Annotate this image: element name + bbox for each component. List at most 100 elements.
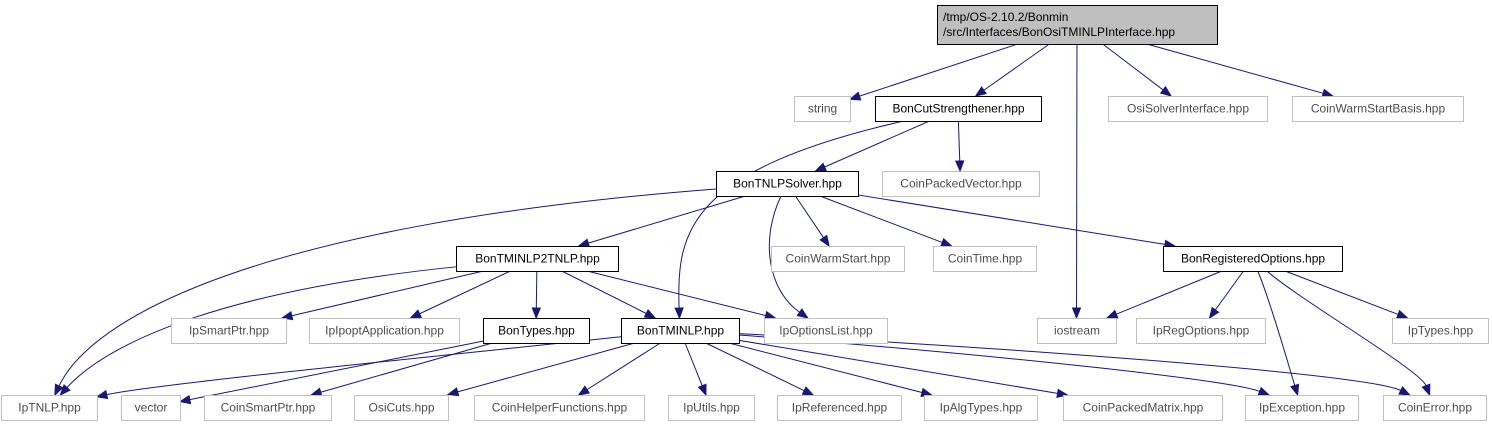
edge-line [561,270,647,314]
edge-arrowhead [531,307,542,320]
file-node-box [1063,395,1223,421]
edge-line [705,342,805,392]
edge-line [678,120,904,309]
edge-arrowhead [1071,307,1082,320]
edge-line [957,120,961,162]
file-node-label: IpTNLP.hpp [18,401,81,415]
file-node-coinwarmstart: CoinWarmStart.hpp [771,246,905,272]
file-node-box [794,96,851,122]
file-node-box [483,318,590,344]
edge-bontminlp-to-iptnlp [95,336,622,400]
file-node-ipsmartptr: IpSmartPtr.hpp [171,318,287,344]
edge-line [189,340,484,401]
file-node-ipipoptapp: IpIpoptApplication.hpp [309,318,460,344]
edge-arrowhead [954,160,965,173]
edge-cutstr-to-tnlpsolver [814,120,930,172]
file-node-box [309,318,460,344]
file-node-regoptions[interactable]: BonRegisteredOptions.hpp [1163,246,1343,272]
file-node-box [621,318,740,344]
edge-arrowhead [1208,306,1220,320]
file-node-label: /src/Interfaces/BonOsiTMINLPInterface.hp… [943,25,1175,39]
file-node-box [668,395,755,421]
file-node-box [933,246,1037,272]
edge-line [859,43,1018,97]
file-node-label: BonRegisteredOptions.hpp [1181,252,1325,266]
edge-line [1116,270,1223,315]
edge-regoptions-to-ipexception [1257,270,1300,397]
file-node-label: IpRegOptions.hpp [1153,324,1250,338]
edge-bontminlp-to-iputils [684,342,707,397]
file-node-box [204,395,332,421]
edge-arrowhead [1159,85,1173,97]
edge-line [795,195,824,238]
edge-arrowhead [95,389,109,400]
edge-tminlp2tnlp-to-ipsmartptr [280,270,484,321]
edge-line [738,339,1058,394]
edge-regoptions-to-iptypes [1284,270,1409,319]
file-node-box [764,318,888,344]
file-node-coinhelper: CoinHelperFunctions.hpp [474,395,645,421]
edge-tminlp2tnlp-to-bontminlp [561,270,657,319]
edge-line [1214,270,1244,311]
edge-arrowhead [309,387,323,397]
edge-tnlpsolver-to-regoptions [857,194,1177,250]
file-node-box [924,395,1038,421]
file-node-ipalgtypes: IpAlgTypes.hpp [924,395,1038,421]
file-node-label: OsiCuts.hpp [368,401,434,415]
edge-line [535,270,538,309]
edge-arrowhead [796,308,809,319]
file-node-label: BonCutStrengthener.hpp [892,102,1024,116]
file-node-osicuts: OsiCuts.hpp [354,395,449,421]
edge-line [728,342,923,394]
file-node-label: OsiSolverInterface.hpp [1127,102,1249,116]
file-node-box [1,395,98,421]
edge-line [586,342,661,391]
file-node-label: CoinHelperFunctions.hpp [492,401,628,415]
file-node-label: CoinWarmStart.hpp [786,252,891,266]
file-node-label: /tmp/OS-2.10.2/Bonmin [943,10,1068,24]
file-node-label: IpAlgTypes.hpp [940,401,1023,415]
edge-line [1146,43,1324,94]
edge-arrowhead [577,238,591,248]
file-node-label: IpOptionsList.hpp [779,324,873,338]
file-node-box [1108,96,1268,122]
file-nodes: /tmp/OS-2.10.2/Bonmin/src/Interfaces/Bon… [1,5,1489,421]
edge-bontminlp-to-coinhelper [577,342,661,396]
file-node-box [474,395,645,421]
file-node-tnlpsolver[interactable]: BonTNLPSolver.hpp [716,171,859,197]
edge-tnlpsolver-to-cointime [819,195,953,247]
edge-root-to-iostream [1071,43,1082,320]
file-node-root[interactable]: /tmp/OS-2.10.2/Bonmin/src/Interfaces/Bon… [937,5,1218,45]
file-node-tminlp2tnlp[interactable]: BonTMINLP2TNLP.hpp [456,246,619,272]
file-node-ipregoptions: IpRegOptions.hpp [1136,318,1266,344]
file-node-box [882,171,1040,197]
file-node-label: IpException.hpp [1259,401,1345,415]
edge-tnlpsolver-to-ipoptionslist [768,195,809,319]
edge-tnlpsolver-to-tminlp2tnlp [577,195,746,248]
edge-regoptions-to-ipregoptions [1208,270,1244,320]
edge-arrowhead [801,386,815,396]
edge-arrowhead [814,162,828,172]
file-node-box [1163,246,1343,272]
edge-line [819,195,943,243]
edge-bontypes-to-vector [178,340,484,405]
edge-line [824,120,930,168]
edge-arrowhead [280,310,294,321]
edge-line [857,194,1166,245]
file-node-ipoptionslist: IpOptionsList.hpp [764,318,888,344]
edge-bontminlp-to-ipreferenced [705,342,815,396]
edge-arrowhead [1257,386,1271,396]
edge-line [768,195,800,313]
edge-arrowhead [1398,386,1411,396]
file-node-cutstr[interactable]: BonCutStrengthener.hpp [875,96,1042,122]
file-node-bontypes[interactable]: BonTypes.hpp [483,318,590,344]
file-node-coinerror: CoinError.hpp [1383,395,1487,421]
file-node-box [1037,318,1117,344]
edge-root-to-osisolver [1102,43,1173,97]
edge-bontminlp-to-osicuts [446,342,635,397]
edge-arrowhead [59,384,71,396]
file-node-box [456,246,619,272]
file-node-bontminlp[interactable]: BonTMINLP.hpp [621,318,740,344]
edge-arrowhead [848,91,862,101]
file-node-vector: vector [121,395,181,421]
